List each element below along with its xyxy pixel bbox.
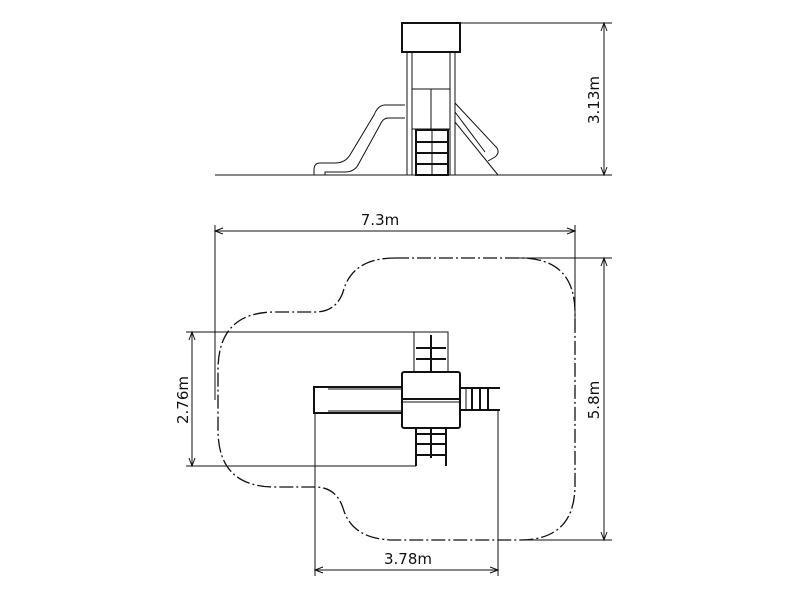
height-dimension: 3.13m — [460, 21, 612, 177]
top-ladder — [413, 331, 449, 373]
depth-label: 5.8m — [585, 381, 603, 419]
structure-width-dimension: 3.78m — [313, 410, 500, 576]
depth-dimension: 5.8m — [510, 256, 612, 542]
safety-zone-outline — [217, 257, 576, 541]
elevation-view: 3.13m — [215, 21, 612, 177]
structure-depth-label: 2.76m — [174, 376, 192, 424]
structure-width-label: 3.78m — [384, 550, 432, 568]
roof-panel — [401, 22, 461, 53]
plan-view: 7.3m 5.8m 2.76m 3.78m — [174, 211, 612, 576]
slide-plan — [313, 386, 403, 414]
slide — [313, 104, 405, 175]
ladder — [415, 129, 449, 176]
structure-depth-dimension: 2.76m — [174, 330, 416, 468]
width-label: 7.3m — [361, 211, 399, 229]
side-steps — [460, 387, 500, 411]
structure-plan — [313, 331, 500, 466]
bottom-ladder — [415, 428, 447, 466]
width-dimension: 7.3m — [213, 211, 577, 400]
height-label: 3.13m — [585, 76, 603, 124]
climbing-ramp — [454, 102, 499, 176]
